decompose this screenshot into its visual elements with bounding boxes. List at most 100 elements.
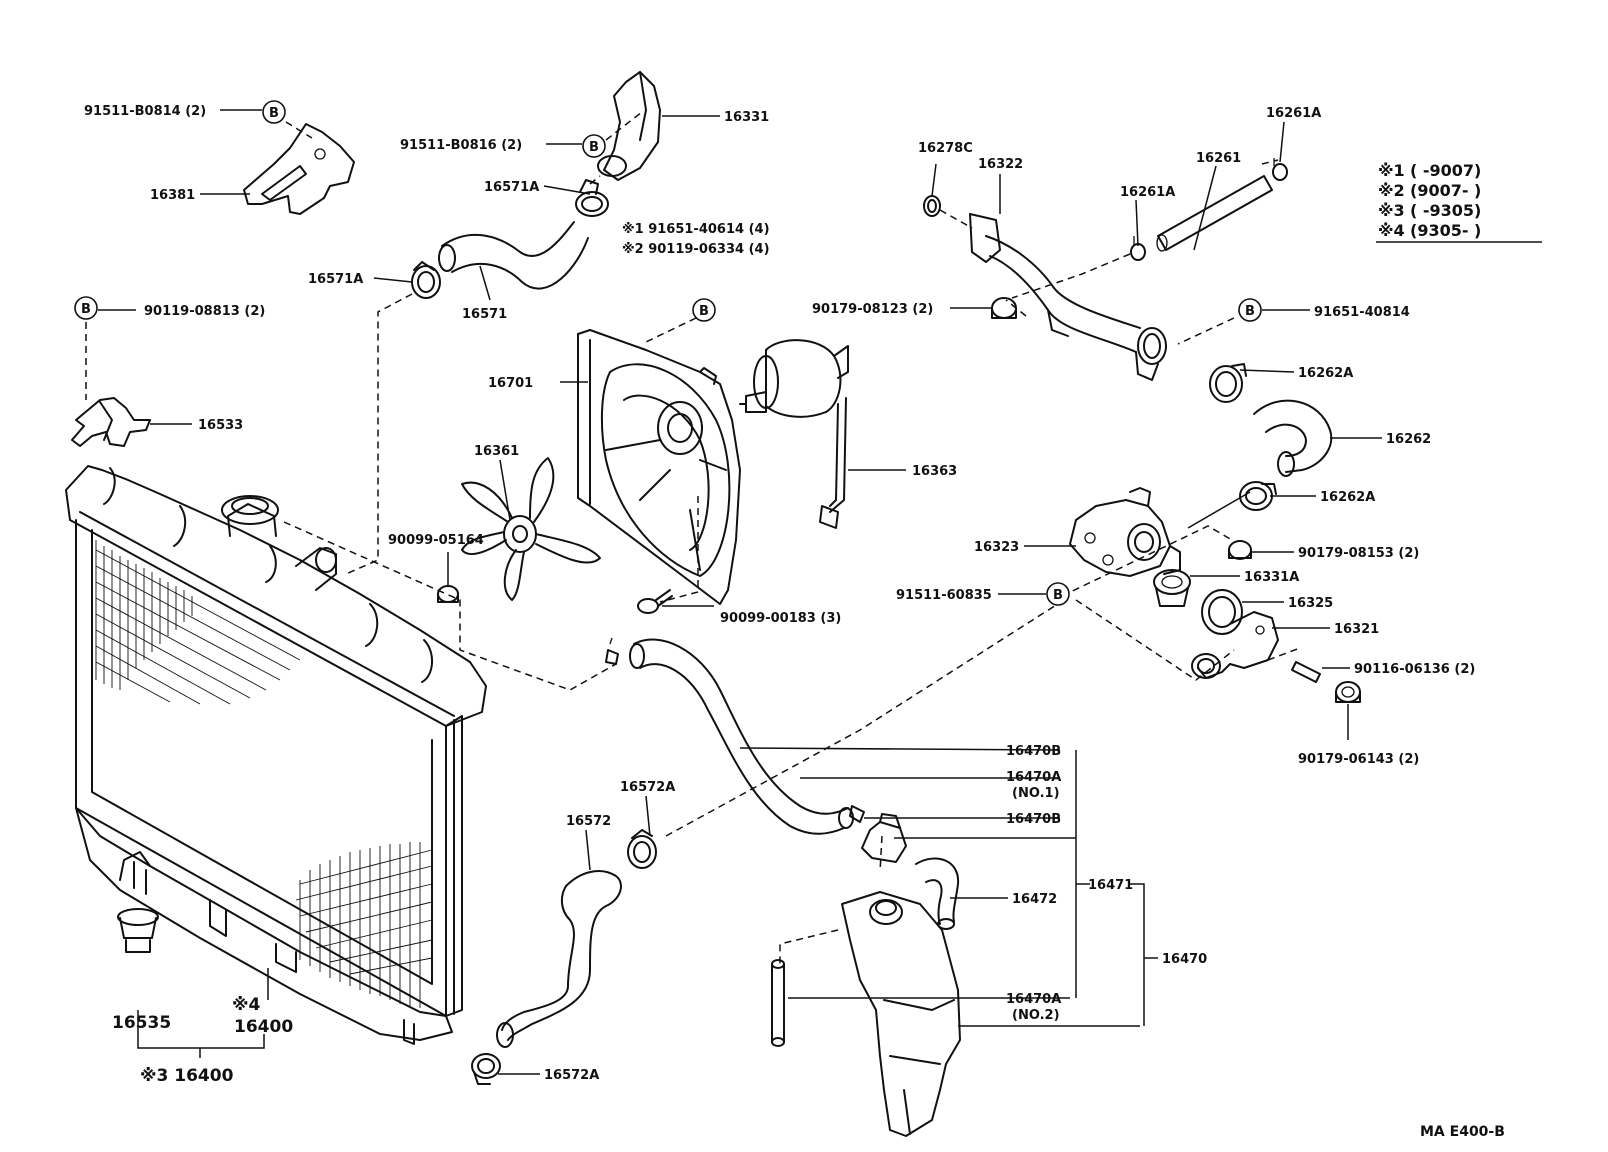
stud-90116-06136 xyxy=(1291,661,1321,683)
label-hose-16572: 16572 xyxy=(566,814,611,829)
gasket-16331a xyxy=(1153,569,1191,607)
legend-range-4: (9305- ) xyxy=(1410,221,1481,240)
nut-90099-05164 xyxy=(437,585,459,603)
clamp-16571a-top xyxy=(575,179,609,217)
badge-b-left: B xyxy=(74,296,98,320)
label-bolt-note-2: ※2 90119-06334 (4) xyxy=(622,242,770,257)
badge-b-top-left: B xyxy=(262,100,286,124)
water-inlet-16321 xyxy=(1191,611,1279,679)
label-clamp-16571a-left: 16571A xyxy=(308,272,363,287)
label-clamp-16262a-bottom: 16262A xyxy=(1320,490,1375,505)
thermostat-housing-16323 xyxy=(1069,487,1251,577)
label-clip-16470b-top: 16470B xyxy=(1006,744,1061,759)
badge-b-label: B xyxy=(699,304,709,319)
legend-range-2: (9007- ) xyxy=(1410,181,1481,200)
water-pipe-16322 xyxy=(969,213,1167,381)
radiator-hose-16572 xyxy=(496,870,622,1048)
badge-b-label: B xyxy=(81,302,91,317)
label-support-16533: 16533 xyxy=(198,418,243,433)
support-16533 xyxy=(71,397,151,447)
screw-90099-00183 xyxy=(637,589,673,614)
badge-b-housing: B xyxy=(1046,582,1070,606)
clamp-16572a-bottom xyxy=(471,1053,501,1085)
label-clamp-16572a-top: 16572A xyxy=(620,780,675,795)
label-cap-16472: 16472 xyxy=(1012,892,1057,907)
badge-b-label: B xyxy=(1245,304,1255,319)
label-no2: (NO.2) xyxy=(1012,1008,1060,1023)
water-outlet-16331 xyxy=(597,71,661,181)
clamp-16572a-top xyxy=(627,829,657,869)
label-hose-16470a-no2: 16470A xyxy=(1006,992,1061,1007)
nut-90179-08153 xyxy=(1228,540,1252,560)
label-stud-90116-06136: 90116-06136 (2) xyxy=(1354,662,1475,677)
dashed-assembly-lines xyxy=(85,111,1301,964)
part-labels: 91511-B0814 (2) 16381 91511-B0816 (2) 16… xyxy=(84,104,1475,1086)
label-nut-90099-05164: 90099-05164 xyxy=(388,533,484,548)
label-motor-16363: 16363 xyxy=(912,464,957,479)
label-screw-90099-00183: 90099-00183 (3) xyxy=(720,611,841,626)
label-bolt-note-1: ※1 91651-40614 (4) xyxy=(622,222,770,237)
label-bolt-91511-b0816: 91511-B0816 (2) xyxy=(400,138,522,153)
label-no1: (NO.1) xyxy=(1012,786,1060,801)
fan-motor-16363 xyxy=(739,339,849,529)
legend-range-1: ( -9007) xyxy=(1410,161,1481,180)
label-inlet-16321: 16321 xyxy=(1334,622,1379,637)
label-bolt-91511-60835: 91511-60835 xyxy=(896,588,992,603)
label-nut-90179-08153: 90179-08153 (2) xyxy=(1298,546,1419,561)
clamp-16571a-left xyxy=(411,261,441,299)
label-nut-90179-06143: 90179-06143 (2) xyxy=(1298,752,1419,767)
document-code: MA E400-B xyxy=(1420,1124,1505,1140)
cooling-fan-16361 xyxy=(461,457,601,601)
label-gasket-16278c: 16278C xyxy=(918,141,973,156)
clip-16470b-mid xyxy=(849,805,865,823)
label-bolt-91651-40814: 91651-40814 xyxy=(1314,305,1410,320)
overflow-hose-16470a-no1 xyxy=(629,638,854,835)
label-plug-16535: 16535 xyxy=(112,1013,171,1033)
clamp-16261a-top xyxy=(1272,158,1288,181)
badge-b-label: B xyxy=(1053,588,1063,603)
badge-b-label: B xyxy=(269,106,279,121)
label-housing-16323: 16323 xyxy=(974,540,1019,555)
label-clamp-16261a-top: 16261A xyxy=(1266,106,1321,121)
label-clamp-16261a-mid: 16261A xyxy=(1120,185,1175,200)
label-radiator-16400: 16400 xyxy=(234,1017,293,1037)
label-hose-16571: 16571 xyxy=(462,307,507,322)
drain-plug-16535 xyxy=(117,908,159,953)
bracket-16381 xyxy=(243,123,355,215)
legend-mark-1: ※1 xyxy=(1378,161,1405,180)
label-pipe-16322: 16322 xyxy=(978,157,1023,172)
label-radiator-note3: ※3 16400 xyxy=(140,1066,234,1086)
label-clip-16470b-mid: 16470B xyxy=(1006,812,1061,827)
nut-90179-08123 xyxy=(991,297,1017,319)
radiator-assembly xyxy=(65,465,487,1045)
radiator-core-fins xyxy=(95,540,433,1008)
radiator-hose-16571 xyxy=(438,221,589,290)
clamp-16262a-top xyxy=(1209,363,1247,403)
legend-range-3: ( -9305) xyxy=(1410,201,1481,220)
label-nut-90179-08123: 90179-08123 (2) xyxy=(812,302,933,317)
label-clamp-16572a-bottom: 16572A xyxy=(544,1068,599,1083)
legend-mark-4: ※4 xyxy=(1378,221,1405,240)
overflow-hose-16470a-no2 xyxy=(771,959,785,1047)
leader-lines xyxy=(98,109,1542,1075)
nut-90179-06143 xyxy=(1335,681,1361,703)
badge-b-shroud: B xyxy=(692,298,716,322)
label-bracket-16381: 16381 xyxy=(150,188,195,203)
hose-16472 xyxy=(915,857,960,930)
badge-b-label: B xyxy=(589,140,599,155)
label-tank-16471: 16471 xyxy=(1088,878,1133,893)
reserve-tank-16471 xyxy=(841,891,961,1137)
label-radiator-note4: ※4 xyxy=(232,995,261,1015)
fan-shroud-16701 xyxy=(577,329,741,605)
thermostat-16325 xyxy=(1201,589,1243,635)
label-shroud-16701: 16701 xyxy=(488,376,533,391)
clip-16470b-top xyxy=(605,637,619,665)
hose-16262 xyxy=(1253,399,1333,477)
label-clamp-16571a-top: 16571A xyxy=(484,180,539,195)
label-hose-16261: 16261 xyxy=(1196,151,1241,166)
legend-mark-3: ※3 xyxy=(1378,201,1405,220)
badge-b-16331: B xyxy=(582,134,606,158)
legend-mark-2: ※2 xyxy=(1378,181,1405,200)
label-gasket-16331a: 16331A xyxy=(1244,570,1299,585)
